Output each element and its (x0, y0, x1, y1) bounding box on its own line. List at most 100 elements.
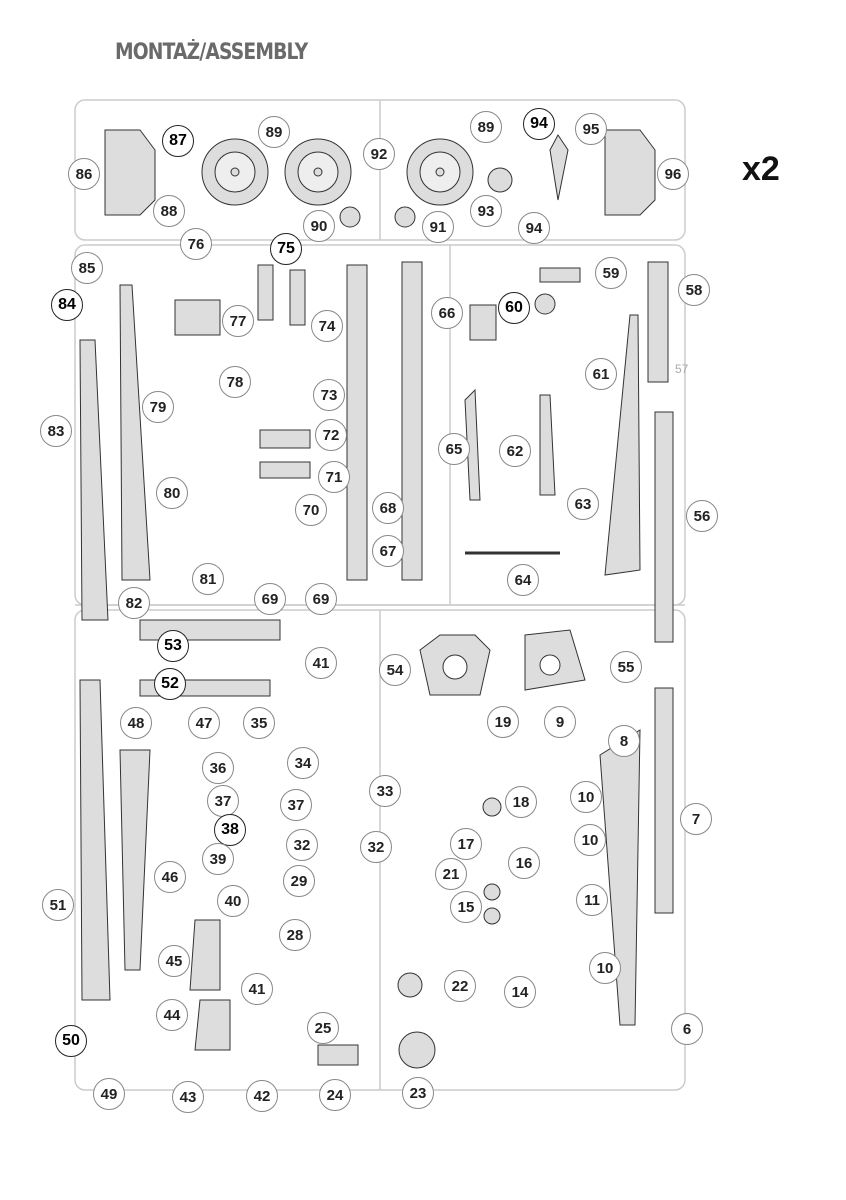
part-71 (259, 461, 311, 479)
part-24 (317, 1044, 359, 1066)
part-number-label: 92 (363, 138, 395, 170)
part-number-label: 22 (444, 970, 476, 1002)
part-number-label: 48 (120, 707, 152, 739)
part-number-label: 60 (498, 292, 530, 324)
part-number-label: 65 (438, 433, 470, 465)
part-number-label: 33 (369, 775, 401, 807)
part-number-label: 8 (608, 725, 640, 757)
part-number-label: 70 (295, 494, 327, 526)
part-number-label: 79 (142, 391, 174, 423)
part-number-label: 41 (305, 647, 337, 679)
part-number-label: 41 (241, 973, 273, 1005)
part-number-label: 45 (158, 945, 190, 977)
part-number-label: 87 (162, 125, 194, 157)
part-number-label: 19 (487, 706, 519, 738)
part-18 (482, 797, 502, 817)
sprue-marker: 57 (675, 362, 689, 376)
part-number-label: 80 (156, 477, 188, 509)
part-number-label: 23 (402, 1077, 434, 1109)
part-44 (194, 999, 231, 1051)
part-60 (534, 293, 556, 315)
part-number-label: 62 (499, 435, 531, 467)
part-56 (654, 411, 674, 643)
part-number-label: 17 (450, 828, 482, 860)
part-number-label: 52 (154, 668, 186, 700)
part-72 (259, 429, 311, 449)
part-number-label: 44 (156, 999, 188, 1031)
part-number-label: 93 (470, 195, 502, 227)
part-number-label: 10 (570, 781, 602, 813)
part-number-label: 10 (589, 952, 621, 984)
part-number-label: 89 (470, 111, 502, 143)
part-number-label: 43 (172, 1081, 204, 1113)
part-number-label: 94 (518, 212, 550, 244)
part-number-label: 40 (217, 885, 249, 917)
part-number-label: 96 (657, 158, 689, 190)
part-number-label: 49 (93, 1078, 125, 1110)
part-number-label: 50 (55, 1025, 87, 1057)
part-number-label: 42 (246, 1080, 278, 1112)
part-number-label: 85 (71, 252, 103, 284)
part-22 (397, 972, 423, 998)
part-number-label: 36 (202, 752, 234, 784)
part-number-label: 91 (422, 211, 454, 243)
part-number-label: 66 (431, 297, 463, 329)
part-number-label: 34 (287, 747, 319, 779)
part-number-label: 14 (504, 976, 536, 1008)
part-number-label: 83 (40, 415, 72, 447)
part-number-label: 38 (214, 814, 246, 846)
part-number-label: 32 (360, 831, 392, 863)
part-number-label: 90 (303, 210, 335, 242)
part-number-label: 95 (575, 113, 607, 145)
page-title: MONTAŻ/ASSEMBLY (115, 40, 308, 65)
part-74 (289, 269, 306, 326)
part-number-label: 72 (315, 419, 347, 451)
part-66 (469, 304, 497, 341)
part-number-label: 29 (283, 865, 315, 897)
part-7 (654, 687, 674, 914)
part-number-label: 15 (450, 891, 482, 923)
part-51 (79, 679, 111, 1001)
quantity-multiplier: x2 (742, 150, 780, 188)
part-90 (339, 206, 361, 228)
part-15 (483, 883, 501, 901)
part-82 (119, 284, 151, 581)
part-number-label: 86 (68, 158, 100, 190)
part-number-label: 78 (219, 366, 251, 398)
part-number-label: 73 (313, 379, 345, 411)
part-number-label: 69 (305, 583, 337, 615)
part-number-label: 25 (307, 1012, 339, 1044)
part-number-label: 56 (686, 500, 718, 532)
wheel-icon (406, 138, 474, 206)
part-45 (189, 919, 221, 991)
part-15b (483, 907, 501, 925)
part-59 (539, 267, 581, 283)
sprue-frame (74, 99, 686, 1091)
wheel-icon (284, 138, 352, 206)
part-48 (119, 749, 151, 971)
part-number-label: 51 (42, 889, 74, 921)
part-number-label: 55 (610, 651, 642, 683)
part-number-label: 69 (254, 583, 286, 615)
part-number-label: 71 (318, 461, 350, 493)
part-91 (394, 206, 416, 228)
part-23 (398, 1031, 436, 1069)
part-95 (549, 134, 569, 201)
part-57 (604, 314, 641, 576)
part-number-label: 75 (270, 233, 302, 265)
part-77 (174, 299, 221, 336)
part-number-label: 54 (379, 654, 411, 686)
part-number-label: 89 (258, 116, 290, 148)
part-number-label: 63 (567, 488, 599, 520)
part-number-label: 16 (508, 847, 540, 879)
part-number-label: 7 (680, 803, 712, 835)
part-number-label: 10 (574, 824, 606, 856)
part-86 (104, 129, 156, 216)
part-number-label: 46 (154, 861, 186, 893)
part-93 (487, 167, 513, 193)
part-number-label: 77 (222, 305, 254, 337)
part-65 (464, 388, 481, 501)
part-62 (539, 394, 556, 496)
part-number-label: 53 (157, 630, 189, 662)
part-number-label: 58 (678, 274, 710, 306)
